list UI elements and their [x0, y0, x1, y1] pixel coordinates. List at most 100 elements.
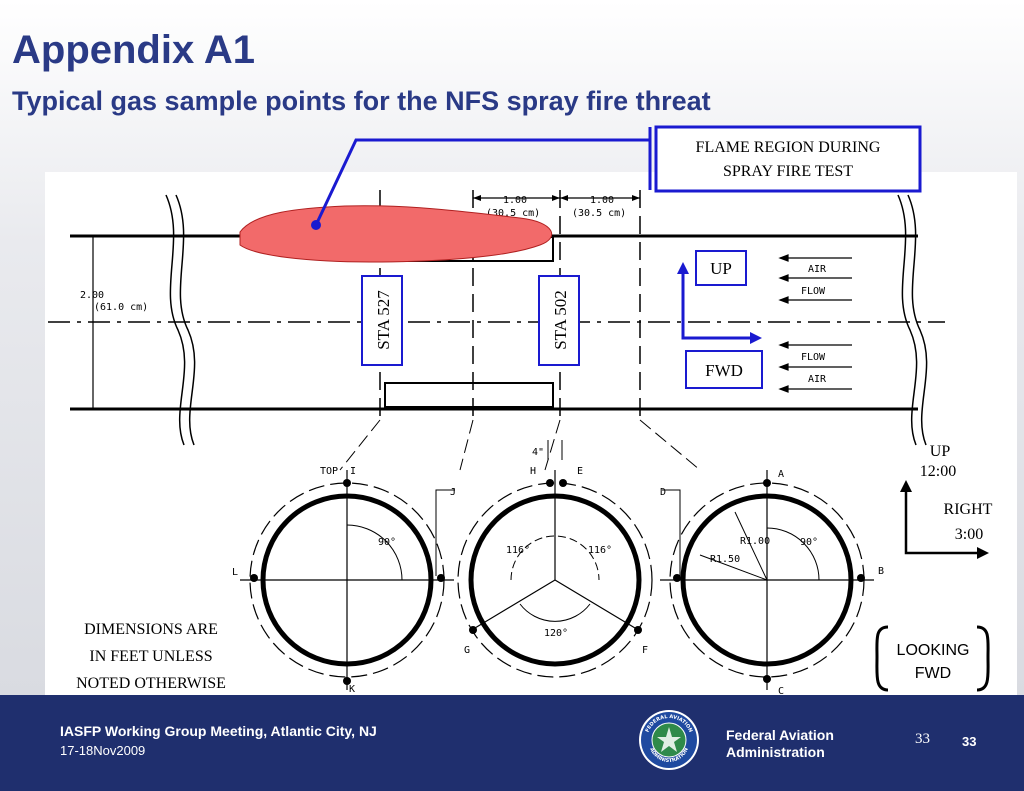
angle-90-left: 90°	[378, 537, 396, 548]
section-middle	[457, 440, 653, 678]
label-J: J	[450, 487, 456, 498]
section-right-angle-arc	[766, 527, 820, 581]
orientation-axes	[904, 488, 980, 555]
fwd-arrow-head	[750, 332, 762, 344]
radius-1-00: R1.00	[740, 536, 770, 547]
sta-502-label: STA 502	[551, 290, 570, 350]
sample-point-H	[546, 479, 554, 487]
dim-side: 2.00	[80, 290, 104, 301]
dim-top-1: 1.00	[503, 195, 527, 206]
looking-fwd-line1: LOOKING	[897, 642, 970, 659]
flame-callout-line2: SPRAY FIRE TEST	[723, 163, 853, 180]
label-F: F	[642, 645, 648, 656]
sample-point-B	[857, 574, 865, 582]
label-C: C	[778, 686, 784, 695]
section-left-j-leader	[435, 489, 455, 576]
footer-bar	[0, 695, 1024, 791]
break-line-right-1	[897, 194, 918, 446]
sample-point-A	[763, 479, 771, 487]
up-fwd-axes	[681, 270, 754, 340]
label-G: G	[464, 645, 470, 656]
label-A: A	[778, 469, 784, 480]
faa-name-line1: Federal Aviation	[726, 727, 834, 743]
section-middle-angle-arc	[510, 535, 600, 581]
air-flow-arrows	[778, 254, 852, 393]
looking-fwd-bracket-left	[875, 625, 889, 692]
orientation-up-label: UP	[930, 443, 951, 460]
sta-502-box	[538, 275, 580, 366]
dim-4-inch: 4"	[532, 447, 544, 458]
orientation-12-label: 12:00	[920, 463, 956, 480]
up-label-box	[695, 250, 747, 286]
faa-name: Federal Aviation Administration	[726, 727, 834, 761]
break-line-left-2	[175, 194, 196, 446]
seal-emblem	[657, 727, 681, 752]
orientation-3-label: 3:00	[955, 526, 983, 543]
flow-top-label: FLOW	[801, 286, 826, 297]
flame-callout-box	[654, 125, 922, 193]
sample-point-J	[437, 574, 445, 582]
fwd-label-box	[685, 350, 763, 389]
air-bottom-label: AIR	[808, 374, 827, 385]
angle-90-right: 90°	[800, 537, 818, 548]
section-left-labels: TOP I J L K 90°	[232, 466, 456, 695]
page-number-right: 33	[962, 734, 977, 749]
section-right-d-leader	[662, 489, 681, 576]
label-D: D	[660, 487, 666, 498]
dim-top-2: 1.00	[590, 195, 614, 206]
sta-527-label: STA 527	[374, 290, 393, 350]
label-top: TOP	[320, 466, 338, 477]
dim-top-1-cm: (30.5 cm)	[486, 208, 540, 219]
flame-leader-line	[314, 138, 650, 226]
label-L: L	[232, 567, 238, 578]
label-H: H	[530, 466, 536, 477]
air-top-label: AIR	[808, 264, 827, 275]
label-E: E	[577, 466, 583, 477]
section-left-sample-points	[250, 479, 445, 685]
orientation-right-label: RIGHT	[944, 501, 993, 518]
sample-point-I	[343, 479, 351, 487]
section-middle-labels: H E G F 4" 116° 116° 120°	[464, 447, 648, 656]
sample-point-D	[673, 574, 681, 582]
flame-callout-line1: FLAME REGION DURING	[696, 139, 881, 156]
radius-1-50: R1.50	[710, 554, 740, 565]
sample-point-K	[343, 677, 351, 685]
looking-fwd-bracket-right	[976, 625, 990, 692]
sample-point-L	[250, 574, 258, 582]
up-label: UP	[710, 259, 732, 278]
angle-116-left: 116°	[506, 545, 530, 556]
sample-point-G	[469, 626, 477, 634]
dim-side-cm: (61.0 cm)	[94, 302, 148, 313]
dimensions-note-line1: DIMENSIONS ARE	[84, 621, 218, 638]
section-right-sample-points	[673, 479, 865, 683]
flame-leader-dot	[311, 220, 321, 230]
section-middle-bottom-arc	[519, 603, 591, 622]
footer-date: 17-18Nov2009	[60, 743, 146, 758]
faa-seal-icon: FEDERAL AVIATION ADMINISTRATION	[639, 710, 699, 770]
section-right-labels: A D B C R1.00 R1.50 90°	[660, 469, 884, 695]
section-middle-sample-points	[469, 479, 642, 634]
section-left-angle-arc	[346, 524, 403, 581]
up-arrow-head	[677, 262, 689, 274]
slide-title: Appendix A1	[12, 28, 255, 72]
dimensions-note-box	[52, 614, 252, 695]
faa-name-line2: Administration	[726, 744, 825, 760]
footer-event: IASFP Working Group Meeting, Atlantic Ci…	[60, 723, 377, 739]
dimensions-note-line2: IN FEET UNLESS	[89, 648, 212, 665]
angle-116-right: 116°	[588, 545, 612, 556]
orientation-up-arrow	[900, 480, 912, 492]
sample-point-E	[559, 479, 567, 487]
orientation-right-arrow	[977, 547, 989, 559]
break-line-right-2	[907, 194, 928, 446]
page-number-left: 33	[915, 731, 930, 747]
sample-point-C	[763, 675, 771, 683]
fwd-label: FWD	[705, 361, 743, 380]
side-view-labels: 1.00 (30.5 cm) 1.00 (30.5 cm) 2.00 (61.0…	[80, 195, 626, 313]
lower-sample-rake	[384, 382, 554, 408]
dimensions-note-line3: NOTED OTHERWISE	[76, 675, 226, 692]
sample-point-F	[634, 626, 642, 634]
dim-top-2-cm: (30.5 cm)	[572, 208, 626, 219]
label-K: K	[349, 684, 355, 695]
air-flow-labels: AIR FLOW FLOW AIR	[801, 264, 827, 385]
projection-lines	[339, 419, 701, 471]
